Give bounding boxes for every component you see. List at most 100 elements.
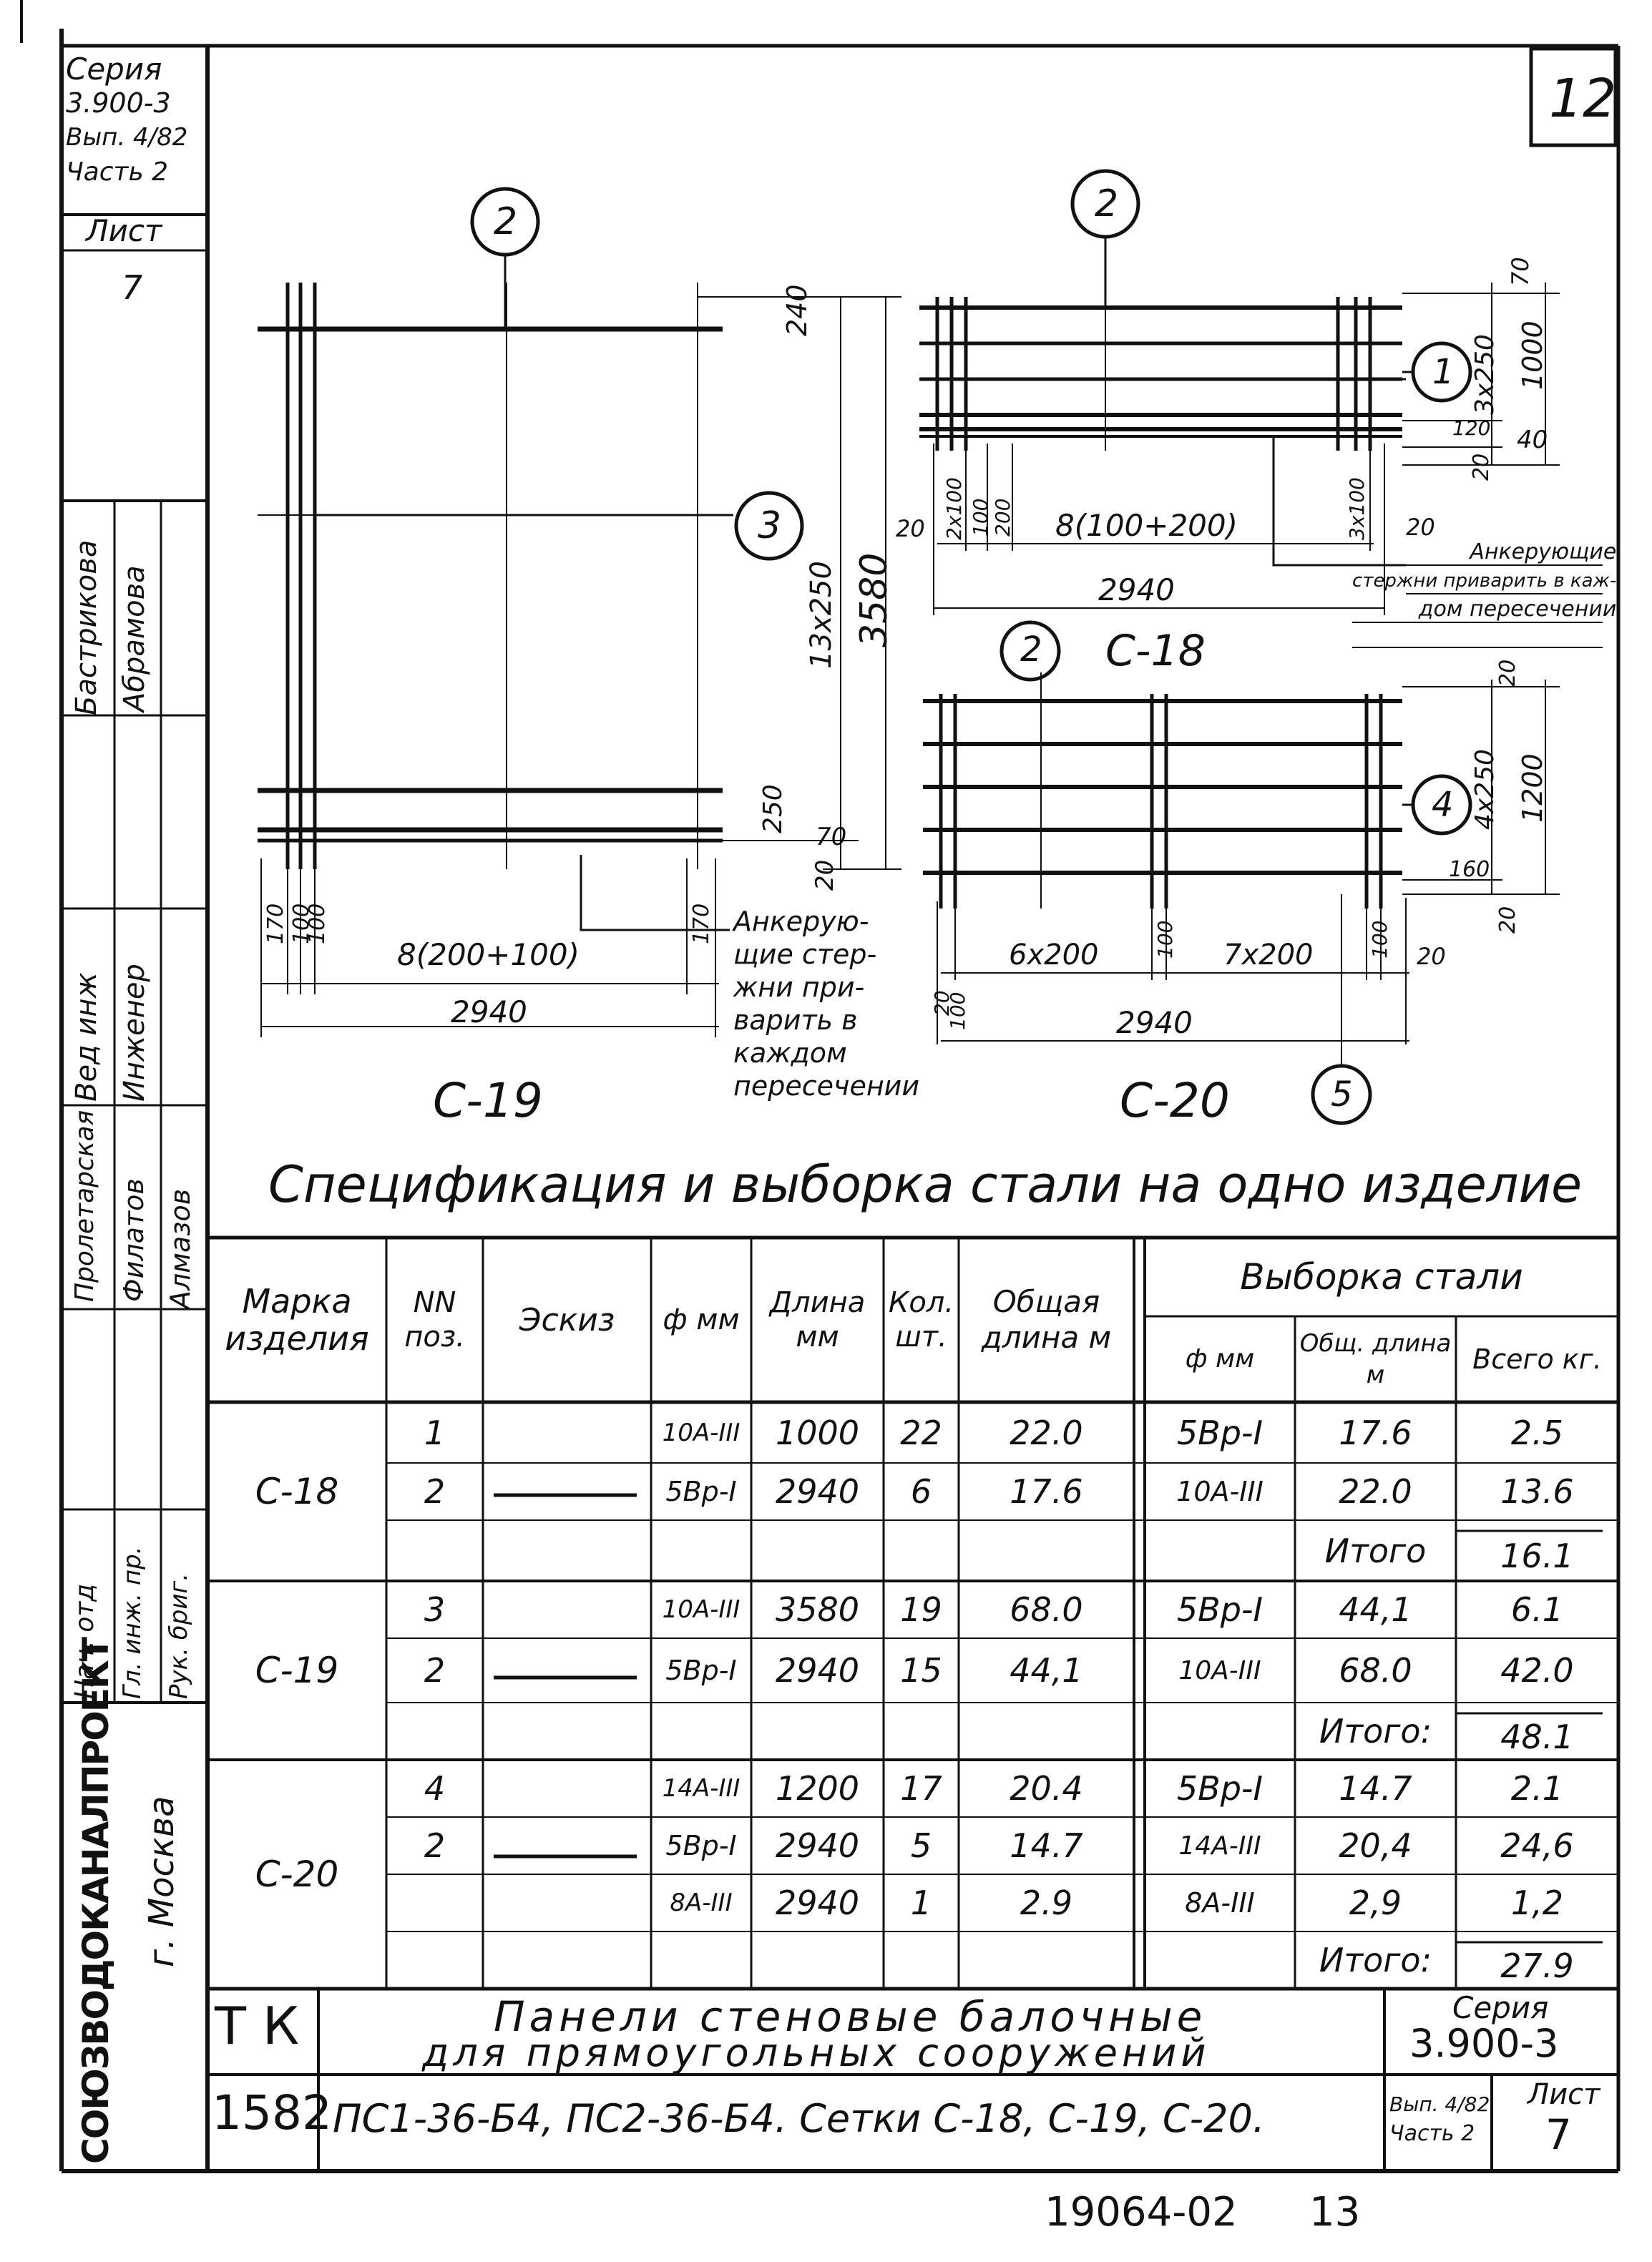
cell-dia: 14А-III [662,1774,741,1803]
cell-qty: 17 [900,1769,942,1808]
cell-sel-kg: 42.0 [1500,1651,1574,1690]
title-block-tk: Т К [215,1996,299,2056]
cell-sel-len: 2,9 [1349,1884,1402,1922]
cell-dia: 5Вр-I [665,1476,737,1507]
cell-sel-dia: 10А-III [1176,1476,1264,1507]
c20-dim-4x250: 4x250 [1470,749,1500,830]
c19-dim-13x250: 13x250 [805,561,838,669]
cell-sel-kg: 13.6 [1500,1472,1574,1511]
stamp-name-2: Абрамова [118,565,151,712]
title-series-label: Серия [1452,1990,1549,2025]
c20-dim-20-rr: 20 [1417,943,1446,970]
cell-sel-len: 14.7 [1339,1769,1412,1808]
c20-dim-1200: 1200 [1517,753,1548,823]
header-mark: Марка изделия [225,1282,369,1358]
c19-note: Анкерую- щие стер- жни при- варить в каж… [733,905,919,1102]
header-dia: ф мм [663,1303,740,1336]
c18-dim-200: 200 [991,498,1015,537]
c18-note-line-2: стержни приварить в каж- [1352,570,1617,592]
c18-dim-1000: 1000 [1517,320,1548,390]
cell-len: 2940 [775,1826,860,1865]
stamp-city: г. Москва [142,1796,182,1967]
cell-pos: 4 [424,1769,446,1808]
cell-total: 14.7 [1010,1826,1083,1865]
cell-pos: 2 [424,1472,446,1511]
cell-qty: 22 [900,1413,942,1452]
header-qty: Кол. шт. [888,1286,954,1353]
c19-dim-170-right: 170 [689,903,714,944]
cell-qty: 15 [900,1651,942,1690]
c18-dim-70: 70 [1507,257,1534,286]
stamp-name-1: Бастрикова [70,539,103,715]
stamp-series-label: Серия [66,52,162,87]
c19-dim-100-b: 100 [305,903,330,944]
title-issue: Вып. 4/82 [1389,2092,1490,2116]
title-series-value: 3.900-3 [1409,2021,1559,2066]
stamp-role-brigade: Рук. бриг. [165,1572,193,1699]
c19-note-line-5: каждом [733,1037,847,1069]
stamp-sheet-label: Лист [86,213,162,248]
c18-dim-20-b: 20 [1406,514,1435,541]
c19-dim-8x: 8(200+100) [397,937,580,972]
cell-dia: 5Вр-I [665,1655,737,1686]
cell-pos: 2 [424,1651,446,1690]
cell-total: 68.0 [1010,1590,1083,1629]
cell-sel-len: 22.0 [1339,1472,1412,1511]
mark-c20: С-20 [255,1854,339,1895]
cell-sel-kg: 1,2 [1510,1884,1564,1922]
c20-pos-4-label: 4 [1432,785,1454,825]
cell-sel-len: 44,1 [1339,1590,1412,1629]
header-sel-kg: Всего кг. [1472,1343,1602,1375]
sheet-number: 12 [1549,68,1617,129]
stamp-role-chief: Гл. инж. пр. [118,1546,147,1699]
cell-sel-dia: 5Вр-I [1176,1769,1264,1808]
c20-dim-100-r: 100 [1368,920,1392,959]
cell-total: 17.6 [1010,1472,1083,1511]
stamp-sheet-value: 7 [122,268,143,307]
c19-pos-3-label: 3 [758,504,782,547]
c19-dim-250: 250 [758,784,788,833]
cell-qty: 6 [910,1472,932,1511]
c20-title: С-20 [1120,1073,1230,1128]
cell-dia: 10А-III [662,1595,741,1624]
cell-sel-len: 20,4 [1339,1826,1412,1865]
c20-pos-2-label: 2 [1020,630,1042,670]
cell-total: 44,1 [1010,1651,1083,1690]
header-sketch: Эскиз [519,1301,615,1338]
c18-title: С-18 [1105,626,1206,676]
stamp-role-lead: Вед инж [70,972,103,1102]
header-pos: NN поз. [404,1286,465,1353]
cell-sel-dia: 8А-III [1185,1887,1255,1919]
title-sheet-value: 7 [1545,2110,1572,2159]
c20-dim-2940: 2940 [1116,1005,1193,1040]
c18-pos-2-label: 2 [1095,182,1119,225]
cell-sel-dia: 14А-III [1178,1831,1261,1861]
cell-sel-dia: 5Вр-I [1176,1590,1264,1629]
cell-dia: 8А-III [670,1889,733,1917]
c20-dim-6x200: 6x200 [1009,939,1099,971]
cell-total-label: Итого: [1319,1941,1432,1979]
cell-total: 2.9 [1020,1884,1073,1922]
c19-dim-20: 20 [811,859,839,891]
footer-code: 19064-02 [1045,2189,1238,2236]
title-sheet-label: Лист [1528,2078,1600,2111]
c19-dim-240: 240 [781,284,813,336]
cell-dia: 5Вр-I [665,1830,737,1861]
cell-len: 2940 [775,1651,860,1690]
cell-sel-dia: 5Вр-I [1176,1413,1264,1452]
c18-dim-40: 40 [1517,426,1548,454]
header-sel-dia: ф мм [1185,1344,1255,1374]
cell-qty: 5 [910,1826,932,1865]
cell-sel-kg: 6.1 [1510,1590,1564,1629]
c20-dim-7x200: 7x200 [1223,939,1314,971]
c19-dim-3580: 3580 [853,552,896,647]
c18-pos-1-label: 1 [1432,352,1455,392]
c20-dim-20-top: 20 [1495,659,1520,687]
cell-total-kg: 48.1 [1500,1717,1574,1756]
c18-dim-3x100: 3x100 [1345,477,1369,540]
cell-len: 2940 [775,1472,860,1511]
cell-len: 2940 [775,1884,860,1922]
cell-sel-kg: 24,6 [1500,1826,1574,1865]
cell-total-kg: 27.9 [1500,1946,1574,1985]
